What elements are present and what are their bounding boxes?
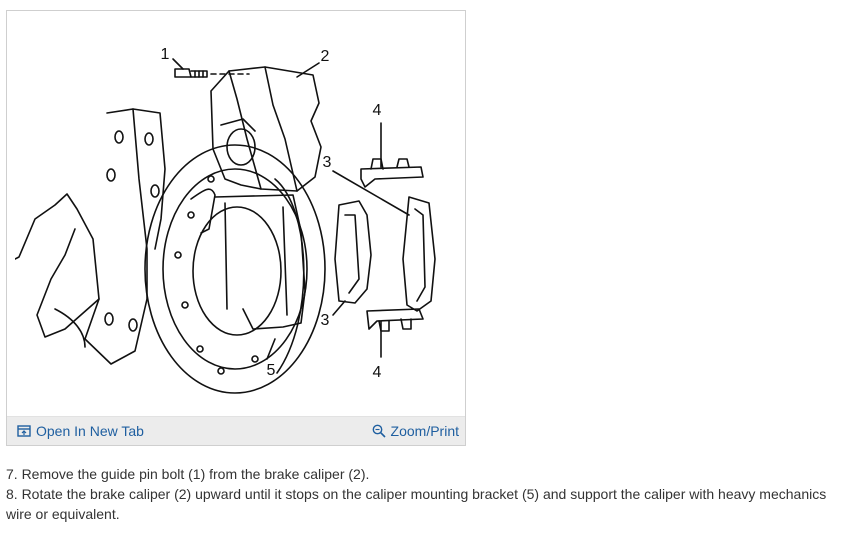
brake-caliper-diagram: 1 2 3 3 4 4 5	[15, 19, 459, 419]
open-new-tab-icon	[17, 425, 31, 437]
callout-4-lower: 4	[373, 364, 382, 381]
zoom-print-link[interactable]: Zoom/Print	[372, 423, 459, 439]
callout-1: 1	[161, 46, 170, 63]
callout-3-upper: 3	[323, 154, 332, 171]
callout-3-lower: 3	[321, 312, 330, 329]
magnifier-icon	[372, 424, 386, 438]
figure-toolbar: Open In New Tab Zoom/Print	[7, 416, 465, 445]
figure-panel: 1 2 3 3 4 4 5 Open In New Tab Zoom/Print	[6, 10, 466, 446]
callout-4-upper: 4	[373, 102, 382, 119]
callout-2: 2	[321, 48, 330, 65]
step-7: 7. Remove the guide pin bolt (1) from th…	[6, 466, 370, 482]
open-in-new-tab-label: Open In New Tab	[36, 423, 144, 439]
callout-5: 5	[267, 362, 276, 379]
open-in-new-tab-link[interactable]: Open In New Tab	[17, 423, 144, 439]
step-8: 8. Rotate the brake caliper (2) upward u…	[6, 486, 827, 522]
zoom-print-label: Zoom/Print	[390, 423, 459, 439]
instruction-steps: 7. Remove the guide pin bolt (1) from th…	[6, 464, 846, 524]
